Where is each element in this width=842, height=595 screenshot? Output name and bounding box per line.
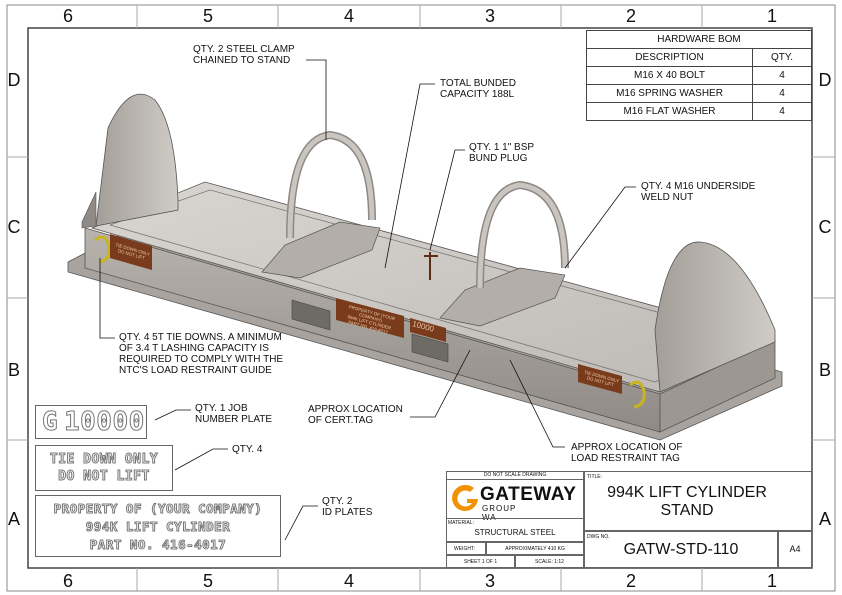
job-number-text: 10000 [64, 407, 145, 437]
zone-row-label: C [7, 217, 21, 237]
plate-line: 994K LIFT CYLINDER [85, 519, 231, 535]
plate-line: PART NO. 416-4017 [89, 537, 227, 553]
weight-value: APPROXIMATELY 410 KG [505, 546, 565, 552]
zone-col-label: 5 [202, 571, 213, 591]
zone-col-label: 3 [484, 571, 495, 591]
hardware-bom-table: HARDWARE BOM DESCRIPTION QTY. M16 X 40 B… [586, 30, 812, 121]
callout-job-plate: QTY. 1 JOB NUMBER PLATE [195, 403, 273, 425]
id-plate: PROPERTY OF (YOUR COMPANY) 994K LIFT CYL… [35, 495, 281, 557]
plate-line: PROPERTY OF (YOUR COMPANY) [53, 501, 263, 517]
zone-col-label: 1 [766, 571, 777, 591]
plate-line: TIE DOWN ONLY [49, 452, 159, 468]
bom-cell: 4 [752, 66, 812, 85]
zone-col-label: 6 [62, 571, 73, 591]
material-value: STRUCTURAL STEEL [474, 528, 556, 537]
zone-col-label: 6 [62, 6, 73, 26]
plate-line: DO NOT LIFT [58, 469, 150, 485]
callout-tiedown-plate: QTY. 4 [232, 444, 263, 455]
zone-col-label: 4 [343, 6, 354, 26]
zone-row-label: B [818, 360, 831, 380]
dwg-no-label: DWG NO. [587, 534, 610, 540]
bom-cell: M16 FLAT WASHER [586, 102, 753, 121]
callout-bund-capacity: TOTAL BUNDED CAPACITY 188L [440, 78, 516, 100]
title-block: DO NOT SCALE DRAWING GATEWAY GROUP WA MA… [446, 471, 812, 568]
material-label: MATERIAL: [448, 520, 475, 526]
callout-tie-downs: QTY. 4 5T TIE DOWNS. A MINIMUM OF 3.4 T … [119, 332, 284, 376]
zone-col-label: 2 [625, 6, 636, 26]
gateway-logo-icon [452, 484, 478, 511]
gateway-logo: GATEWAY GROUP WA [450, 483, 576, 522]
bom-cell: 4 [752, 84, 812, 103]
bom-cell: M16 SPRING WASHER [586, 84, 753, 103]
table-row: M16 FLAT WASHER 4 [586, 102, 812, 121]
zone-row-label: A [7, 509, 20, 529]
bom-cell: 4 [752, 102, 812, 121]
gateway-g-icon: G [41, 407, 59, 437]
table-row: M16 SPRING WASHER 4 [586, 84, 812, 103]
bom-header: QTY. [752, 48, 812, 67]
zone-col-label: 2 [625, 571, 636, 591]
callout-steel-clamp: QTY. 2 STEEL CLAMP CHAINED TO STAND [193, 44, 295, 66]
tie-down-plate: TIE DOWN ONLY DO NOT LIFT [35, 445, 173, 491]
drawing-number: GATW-STD-110 [623, 541, 739, 558]
zone-col-label: 1 [766, 6, 777, 26]
table-row: M16 X 40 BOLT 4 [586, 66, 812, 85]
zone-col-label: 3 [484, 6, 495, 26]
bom-cell: M16 X 40 BOLT [586, 66, 753, 85]
zone-row-label: D [7, 70, 21, 90]
sheet-size: A4 [789, 544, 801, 554]
callout-bund-plug: QTY. 1 1" BSP BUND PLUG [469, 142, 535, 164]
bom-header: DESCRIPTION [586, 48, 753, 67]
scale-value: SCALE: 1:12 [535, 559, 564, 565]
callout-cert-tag: APPROX LOCATION OF CERT.TAG [308, 404, 403, 426]
callout-weld-nut: QTY. 4 M16 UNDERSIDE WELD NUT [641, 181, 756, 203]
do-not-scale-note: DO NOT SCALE DRAWING [446, 471, 584, 480]
zone-col-label: 5 [202, 6, 213, 26]
zone-col-label: 4 [343, 571, 354, 591]
zone-row-label: B [7, 360, 20, 380]
callout-id-plates: QTY. 2 ID PLATES [322, 496, 373, 518]
logo-subtext: GROUP WA [482, 504, 517, 522]
logo-text: GATEWAY [480, 484, 577, 505]
title-label: TITLE: [587, 474, 603, 480]
zone-row-label: D [818, 70, 832, 90]
zone-row-label: C [818, 217, 832, 237]
bom-title: HARDWARE BOM [586, 30, 812, 49]
zone-row-label: A [818, 509, 831, 529]
weight-label: WEIGHT: [454, 546, 475, 552]
job-number-plate: G 10000 [35, 405, 147, 439]
callout-restraint-tag: APPROX LOCATION OF LOAD RESTRAINT TAG [571, 442, 683, 464]
sheet-number: SHEET 1 OF 1 [463, 559, 498, 565]
